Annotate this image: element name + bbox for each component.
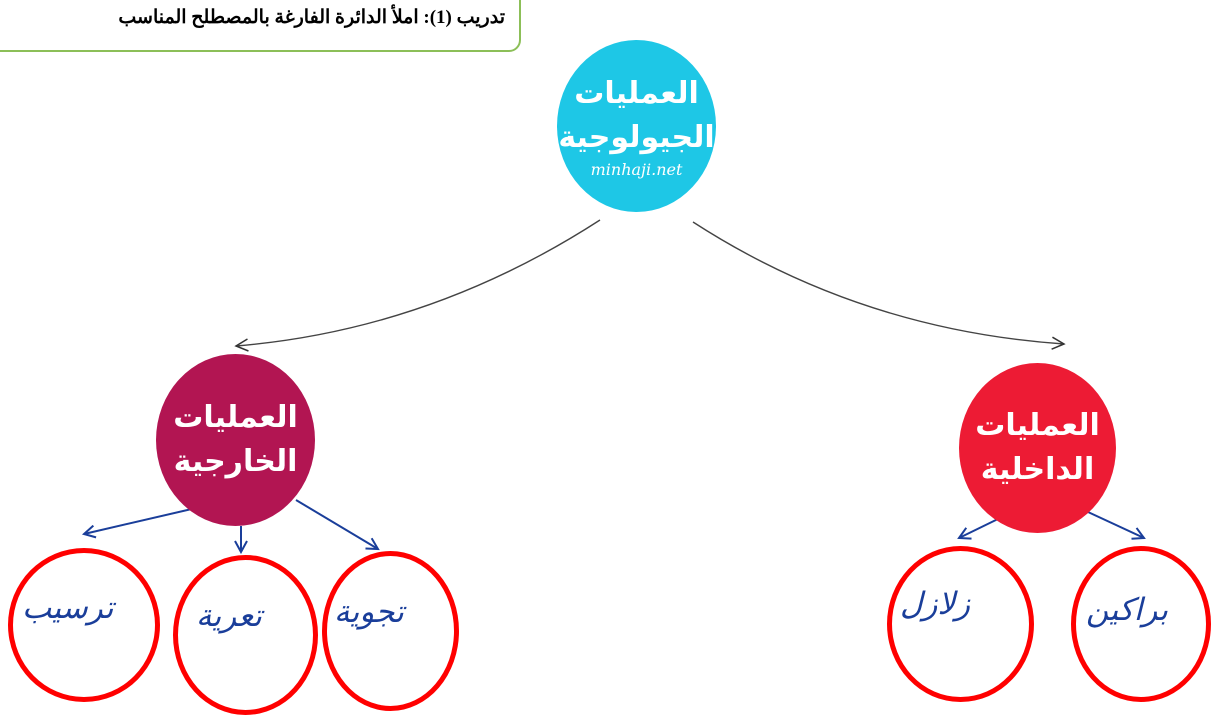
arrow-external-to-weathering — [295, 499, 380, 551]
arrow-external-to-sedimentation — [81, 507, 197, 539]
node-geological-processes: العمليات الجيولوجية minhaji.net — [557, 40, 716, 212]
node-external-processes: العمليات الخارجية — [156, 354, 315, 526]
answer-circle-sedimentation[interactable] — [8, 548, 160, 702]
internal-line2: الداخلية — [980, 452, 1095, 487]
internal-line1: العمليات — [975, 408, 1100, 443]
answer-circle-weathering[interactable] — [322, 551, 459, 711]
answer-circle-earthquakes[interactable] — [887, 546, 1034, 702]
answer-erosion: تعرية — [196, 598, 262, 634]
arrow-internal-to-earthquakes — [957, 517, 1001, 540]
answer-earthquakes: زلازل — [900, 586, 971, 622]
answer-circle-erosion[interactable] — [173, 555, 318, 715]
answer-sedimentation: ترسيب — [22, 590, 114, 626]
answer-weathering: تجوية — [334, 594, 404, 630]
exercise-banner: تدريب (1): املأ الدائرة الفارغة بالمصطلح… — [0, 0, 521, 52]
watermark-text: minhaji.net — [590, 160, 683, 179]
root-line2: الجيولوجية — [558, 120, 715, 155]
exercise-instruction: تدريب (1): املأ الدائرة الفارغة بالمصطلح… — [118, 7, 505, 28]
arrow-internal-to-volcanoes — [1087, 511, 1146, 540]
answer-circle-volcanoes[interactable] — [1071, 546, 1211, 702]
node-internal-processes: العمليات الداخلية — [959, 363, 1116, 533]
root-line1: العمليات — [574, 76, 699, 111]
answer-volcanoes: براكين — [1086, 592, 1169, 628]
arrow-root-to-external — [234, 219, 601, 352]
external-line2: الخارجية — [173, 444, 298, 479]
external-line1: العمليات — [173, 400, 298, 435]
arrow-root-to-internal — [692, 221, 1066, 350]
